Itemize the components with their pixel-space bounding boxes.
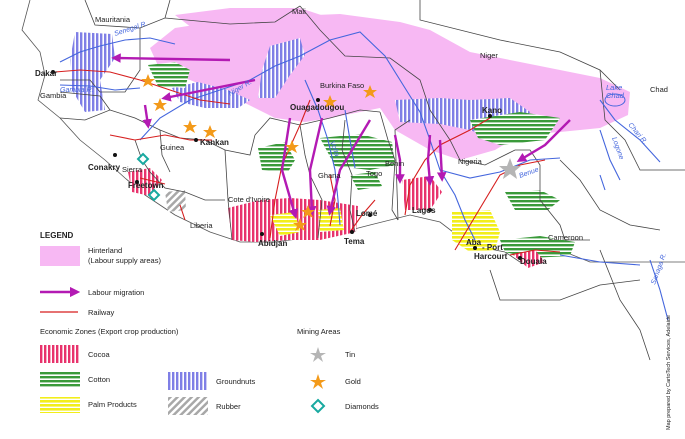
label-guinea: Guinea — [160, 143, 185, 152]
rubber-liberia — [165, 190, 186, 212]
diamond-sites — [136, 152, 161, 202]
label-mali: Mali — [292, 7, 306, 16]
label-aba: Aba — [466, 238, 482, 247]
legend-palm-label: Palm Products — [88, 400, 137, 409]
palm-nigeria — [452, 210, 500, 252]
legend-hinterland-label: Hinterland — [88, 246, 122, 255]
label-volta: Volta — [328, 140, 340, 157]
label-lome: Lomé — [356, 209, 378, 218]
label-abidjan: Abidjan — [258, 239, 287, 248]
legend-cotton-label: Cotton — [88, 375, 110, 384]
label-cote: Cote d'Ivoire — [228, 195, 270, 204]
legend-gold-icon — [310, 374, 326, 389]
label-benue: Benue — [518, 166, 540, 180]
legend-rubber-label: Rubber — [216, 402, 241, 411]
legend-tin-label: Tin — [345, 350, 355, 359]
label-kankan: Kankan — [200, 138, 229, 147]
legend-hinterland-swatch — [40, 246, 80, 266]
cotton-6 — [500, 236, 575, 258]
cocoa-sierra — [128, 168, 162, 196]
label-douala: Douala — [520, 257, 547, 266]
legend-rubber-swatch — [168, 397, 208, 415]
groundnuts-west — [172, 82, 250, 108]
legend-groundnuts-swatch — [168, 372, 208, 390]
city-dots — [51, 70, 522, 260]
cotton-1 — [148, 62, 190, 88]
label-nigeria: Nigeria — [458, 157, 483, 166]
label-chad: Chad — [650, 85, 668, 94]
legend-mining-title: Mining Areas — [297, 327, 341, 336]
legend-migration-label: Labour migration — [88, 288, 144, 297]
legend-palm-swatch — [40, 397, 80, 413]
label-lagos: Lagos — [412, 206, 436, 215]
legend-cocoa-label: Cocoa — [88, 350, 111, 359]
gold-sites — [141, 74, 377, 231]
map-credit: Map prepared by CartoTech Services, Adel… — [666, 315, 672, 430]
legend-cotton-swatch — [40, 372, 80, 388]
cotton-3 — [320, 134, 395, 170]
cotton-7 — [350, 172, 382, 190]
label-ghana: Ghana — [318, 171, 341, 180]
label-togo: Togo — [366, 169, 382, 178]
legend-hinterland-sub: (Labour supply areas) — [88, 256, 161, 265]
legend-zones-title: Economic Zones (Export crop production) — [40, 327, 179, 336]
lake-chad — [604, 93, 626, 107]
label-freetown: Freetown — [128, 181, 164, 190]
label-benin: Benin — [385, 159, 404, 168]
cotton-5 — [505, 190, 560, 210]
label-kano: Kano — [482, 106, 502, 115]
label-port-harcourt-1: - Port — [482, 243, 503, 252]
label-niger: Niger — [480, 51, 498, 60]
label-tema: Tema — [344, 237, 365, 246]
legend-gold-label: Gold — [345, 377, 361, 386]
legend-diamond-icon — [310, 398, 326, 414]
label-cameroon: Cameroon — [548, 233, 583, 242]
label-burkina: Burkina Faso — [320, 81, 364, 90]
label-mauritania: Mauritania — [95, 15, 131, 24]
label-liberia: Liberia — [190, 221, 213, 230]
legend-railway-label: Railway — [88, 308, 115, 317]
tin-site — [499, 158, 521, 179]
cotton-4 — [470, 112, 560, 145]
cocoa-nigeria — [402, 176, 442, 210]
label-chari: Chari R. — [626, 122, 648, 146]
label-dakar: Dakar — [35, 69, 57, 78]
label-sierra: Sierra — [122, 165, 143, 174]
label-logone: Logone — [610, 136, 625, 160]
hinterland-north — [175, 8, 330, 34]
legend-groundnuts-label: Groundnuts — [216, 377, 255, 386]
migration-arrows — [111, 53, 571, 219]
label-gambia-river: Gambia R. — [60, 87, 94, 94]
cocoa-cameroon — [512, 250, 545, 268]
label-port-harcourt-2: Harcourt — [474, 252, 508, 261]
label-gambia: Gambia — [40, 91, 67, 100]
legend-title: LEGEND — [40, 231, 74, 240]
legend: LEGEND Hinterland (Labour supply areas) … — [40, 231, 379, 415]
label-ouagadougou: Ouagadougou — [290, 103, 344, 112]
legend-cocoa-swatch — [40, 345, 80, 363]
label-conakry: Conakry — [88, 163, 121, 172]
legend-diamonds-label: Diamonds — [345, 402, 379, 411]
groundnuts-mali — [258, 38, 305, 98]
coastline — [21, 0, 685, 263]
legend-tin-icon — [310, 347, 326, 362]
